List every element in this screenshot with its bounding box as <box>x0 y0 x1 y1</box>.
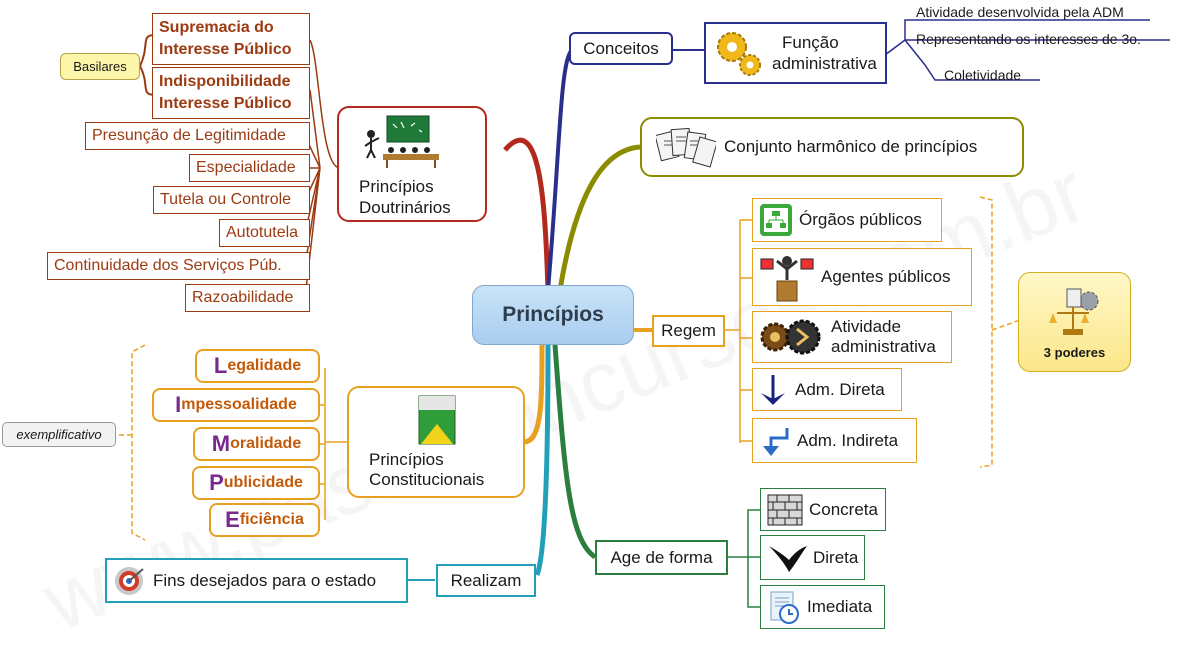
concreta-node[interactable]: Concreta <box>760 488 886 531</box>
principios-constitucionais-node[interactable]: Princípios Constitucionais <box>347 386 525 498</box>
presuncao-node[interactable]: Presunção de Legitimidade <box>85 122 310 150</box>
direta-label: Direta <box>813 547 859 567</box>
indisponibilidade-line-2: Interesse Público <box>159 95 292 112</box>
fins-desejados-label: Fins desejados para o estado <box>153 570 377 590</box>
supremacia-line-2: Interesse Público <box>159 41 292 58</box>
fins-desejados-node[interactable]: Fins desejados para o estado <box>105 558 408 603</box>
clock-document-icon <box>770 591 799 624</box>
concreta-label: Concreta <box>809 499 878 519</box>
eficiencia-rest: ficiência <box>239 511 304 528</box>
central-topic[interactable]: Princípios <box>472 285 634 345</box>
agentes-publicos-label: Agentes públicos <box>821 267 951 286</box>
constitution-book-icon <box>418 395 456 445</box>
regem-node[interactable]: Regem <box>652 315 725 347</box>
legalidade-initial: L <box>213 353 228 378</box>
razoabilidade-node[interactable]: Razoabilidade <box>185 284 310 312</box>
basilares-note[interactable]: Basilares <box>60 53 140 80</box>
imediata-label: Imediata <box>807 597 873 616</box>
adm-indireta-label: Adm. Indireta <box>797 430 899 450</box>
impessoalidade-initial: I <box>175 392 182 417</box>
indisponibilidade-node[interactable]: Indisponibilidade Interesse Público <box>152 67 310 119</box>
atividade-line-2: administrativa <box>831 337 936 356</box>
conjunto-harmonico-label: Conjunto harmônico de princípios <box>724 137 978 156</box>
eficiencia-initial: E <box>225 507 240 532</box>
arrow-turn-down-icon <box>763 427 789 456</box>
autotutela-node[interactable]: Autotutela <box>219 219 310 247</box>
doutrinarios-title-1: Princípios <box>359 177 434 196</box>
conceitos-node[interactable]: Conceitos <box>569 32 673 65</box>
atividade-desenvolvida-label[interactable]: Atividade desenvolvida pela ADM <box>916 4 1124 20</box>
classroom-icon <box>364 115 439 168</box>
funcao-line-2: administrativa <box>772 54 877 73</box>
realizam-node[interactable]: Realizam <box>436 564 536 597</box>
principios-doutrinarios-node[interactable]: Princípios Doutrinários <box>337 106 487 222</box>
adm-indireta-node[interactable]: Adm. Indireta <box>752 418 917 463</box>
scales-icon <box>1048 288 1098 335</box>
moralidade-rest: oralidade <box>230 435 302 452</box>
publicidade-initial: P <box>209 470 224 495</box>
brick-wall-icon <box>767 494 803 525</box>
orgaos-publicos-label: Órgãos públicos <box>799 210 922 229</box>
target-icon <box>115 566 144 595</box>
connector-lines <box>118 19 1170 608</box>
coletividade-label[interactable]: Coletividade <box>944 67 1022 83</box>
especialidade-node[interactable]: Especialidade <box>189 154 310 182</box>
arrow-down-icon <box>761 374 785 405</box>
representando-interesses-label[interactable]: Representando os interesses de 3o. <box>916 31 1141 47</box>
bird-swoop-icon <box>769 545 807 572</box>
agents-podium-icon <box>760 256 814 302</box>
supremacia-line-1: Supremacia do <box>159 19 274 36</box>
supremacia-node[interactable]: Supremacia do Interesse Público <box>152 13 310 65</box>
org-chart-icon <box>760 204 792 236</box>
activity-gears-icon <box>760 319 821 355</box>
atividade-administrativa-node[interactable]: Atividade administrativa <box>752 311 952 363</box>
impessoalidade-rest: mpessoalidade <box>181 396 297 413</box>
adm-direta-node[interactable]: Adm. Direta <box>752 368 902 411</box>
moralidade-initial: M <box>211 431 231 456</box>
conjunto-harmonico-node[interactable]: Conjunto harmônico de princípios <box>640 117 1024 177</box>
constitucionais-title-1: Princípios <box>369 450 444 469</box>
tutela-node[interactable]: Tutela ou Controle <box>153 186 310 214</box>
direta-node[interactable]: Direta <box>760 535 865 580</box>
age-de-forma-node[interactable]: Age de forma <box>595 540 728 575</box>
tres-poderes-label: 3 poderes <box>1043 344 1106 360</box>
orgaos-publicos-node[interactable]: Órgãos públicos <box>752 198 942 242</box>
doutrinarios-title-2: Doutrinários <box>359 198 451 217</box>
continuidade-node[interactable]: Continuidade dos Serviços Púb. <box>47 252 310 280</box>
funcao-administrativa-node[interactable]: Função administrativa <box>704 22 887 84</box>
imediata-node[interactable]: Imediata <box>760 585 885 629</box>
legalidade-rest: egalidade <box>227 357 302 374</box>
indisponibilidade-line-1: Indisponibilidade <box>159 73 291 90</box>
funcao-line-1: Função <box>782 33 839 52</box>
adm-direta-label: Adm. Direta <box>795 379 885 399</box>
gears-icon <box>717 32 761 76</box>
atividade-line-1: Atividade <box>831 317 901 336</box>
constitucionais-title-2: Constitucionais <box>369 470 485 489</box>
publicidade-rest: ublicidade <box>223 474 303 491</box>
agentes-publicos-node[interactable]: Agentes públicos <box>752 248 972 306</box>
exemplificativo-note[interactable]: exemplificativo <box>2 422 116 447</box>
documents-icon <box>656 127 716 168</box>
tres-poderes-node[interactable]: 3 poderes <box>1018 272 1131 372</box>
